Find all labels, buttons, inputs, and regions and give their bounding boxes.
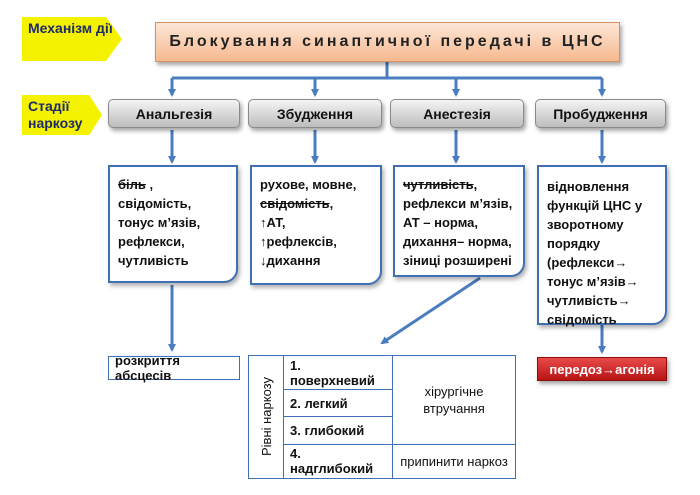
stage-anesthesia-label: Анестезія <box>423 105 491 122</box>
card-line: дихання– норма, <box>403 234 512 249</box>
card-line: АТ – норма, <box>403 215 478 230</box>
level-row: 2. легкий <box>283 389 393 418</box>
card-line-tail: , <box>473 177 478 192</box>
card-line: свідомість, <box>118 196 192 211</box>
title-box: Блокування синаптичної передачі в ЦНС <box>155 22 620 62</box>
stop-label: припинити наркоз <box>400 453 508 469</box>
card-line: чутливість, <box>403 175 515 194</box>
card-analgesia: біль , свідомість, тонус м’язів, рефлекс… <box>108 165 238 283</box>
levels-header-cell: Рівні наркозу <box>248 355 284 479</box>
agony-box: передоз→агонія <box>537 357 667 381</box>
card-excitation: рухове, мовне, свідомість, ↑АТ, ↑рефлекс… <box>250 165 382 285</box>
card-line: рефлекси м’язів, <box>403 196 513 211</box>
stage-excitation: Збудження <box>248 99 382 128</box>
mechanism-tag: Механізм дії <box>22 17 122 61</box>
card-line: свідомість, <box>260 194 372 213</box>
card-line-strike: чутливість <box>403 177 474 192</box>
stage-awakening: Пробудження <box>535 99 666 128</box>
stage-analgesia: Анальгезія <box>108 99 240 128</box>
card-line: біль , <box>118 175 228 194</box>
stages-label: Стадії наркозу <box>28 98 83 131</box>
card-line-strike: біль <box>118 177 146 192</box>
card-line: ↑АТ, <box>260 215 286 230</box>
card-line: рефлекси, <box>118 234 185 249</box>
card-line: рухове, мовне, <box>260 177 357 192</box>
card-line-strike: свідомість <box>260 196 330 211</box>
stage-anesthesia: Анестезія <box>390 99 524 128</box>
level-row: 1. поверхневий <box>283 354 393 391</box>
card-anesthesia: чутливість, рефлекси м’язів, АТ – норма,… <box>393 165 525 277</box>
card-line: зіниці розширені <box>403 253 512 268</box>
card-awakening: відновлення функцій ЦНС у зворотному пор… <box>537 165 667 327</box>
level-row: 4. надглибокий <box>283 443 393 480</box>
diagram-title: Блокування синаптичної передачі в ЦНС <box>169 33 606 50</box>
stage-awakening-label: Пробудження <box>553 105 648 122</box>
card-text: відновлення функцій ЦНС у зворотному пор… <box>547 179 643 327</box>
agony-label: передоз→агонія <box>549 361 655 377</box>
arrow-to-levels <box>380 276 481 345</box>
card-line: тонус м’язів, <box>118 215 201 230</box>
card-line-tail: , <box>145 177 154 192</box>
level-row: 3. глибокий <box>283 416 393 445</box>
card-line: ↑рефлексів, <box>260 234 337 249</box>
levels-table: Рівні наркозу 1. поверхневий хірургічне … <box>248 354 516 480</box>
levels-header: Рівні наркозу <box>258 377 274 457</box>
surgery-cell: хірургічне втручання <box>392 355 516 445</box>
stop-cell: припинити наркоз <box>392 443 516 480</box>
surgery-label: хірургічне втручання <box>423 383 485 416</box>
mechanism-label: Механізм дії <box>28 20 113 36</box>
card-line-tail: , <box>329 196 334 211</box>
card-line: чутливість <box>118 253 189 268</box>
card-line: ↓дихання <box>260 253 321 268</box>
stages-tag: Стадії наркозу <box>22 95 102 135</box>
stage-excitation-label: Збудження <box>276 105 354 122</box>
abscess-box: розкриття абсцесів <box>108 353 240 383</box>
stage-analgesia-label: Анальгезія <box>135 105 213 122</box>
abscess-label: розкриття абсцесів <box>115 353 180 383</box>
